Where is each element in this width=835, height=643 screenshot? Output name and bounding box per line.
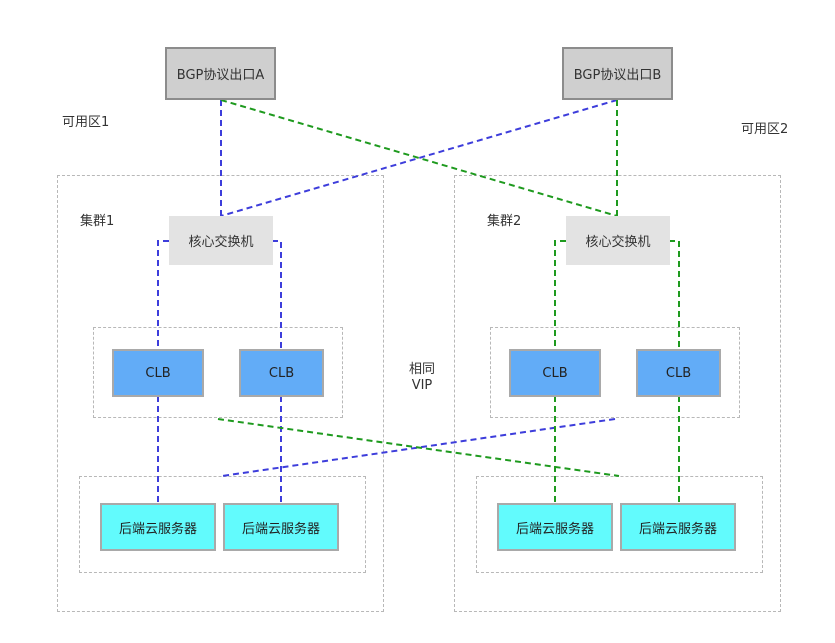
cluster1-server-group: [79, 476, 366, 573]
link-core1-to-clb1-left: [157, 240, 169, 349]
cluster1-label: 集群1: [80, 214, 115, 229]
cluster2-clb-left: CLB: [509, 349, 601, 397]
link-bgp-b-to-core1: [220, 99, 618, 217]
cluster2-server-group: [476, 476, 763, 573]
cluster1-clb-right: CLB: [239, 349, 324, 397]
cluster1-core-switch: 核心交换机: [169, 216, 273, 265]
same-vip-label: 相同 VIP: [400, 362, 444, 394]
cluster2-clb-group: [490, 327, 740, 418]
link-clb1-group-to-server2-group: [217, 418, 620, 477]
cluster1-server-left: 后端云服务器: [100, 503, 216, 551]
bgp-exit-b: BGP协议出口B: [562, 47, 673, 100]
az1-label: 可用区1: [62, 115, 110, 130]
link-clb2-group-to-server1-group: [221, 418, 616, 477]
cluster2-server-right: 后端云服务器: [620, 503, 736, 551]
link-bgp-a-to-core2: [220, 99, 618, 217]
same-vip-line1: 相同: [408, 362, 435, 377]
cluster2-clb-right: CLB: [636, 349, 721, 397]
az2-label: 可用区2: [741, 122, 789, 137]
link-core1-to-clb1-right: [272, 240, 282, 349]
bgp-exit-a: BGP协议出口A: [165, 47, 276, 100]
cluster1-clb-group: [93, 327, 343, 418]
cluster2-server-left: 后端云服务器: [497, 503, 613, 551]
cluster2-label: 集群2: [487, 214, 522, 229]
link-core2-to-clb2-right: [669, 240, 680, 349]
same-vip-line2: VIP: [411, 378, 433, 393]
cluster2-core-switch: 核心交换机: [566, 216, 670, 265]
cluster1-server-right: 后端云服务器: [223, 503, 339, 551]
cluster1-clb-left: CLB: [112, 349, 204, 397]
link-core2-to-clb2-left: [554, 240, 566, 349]
